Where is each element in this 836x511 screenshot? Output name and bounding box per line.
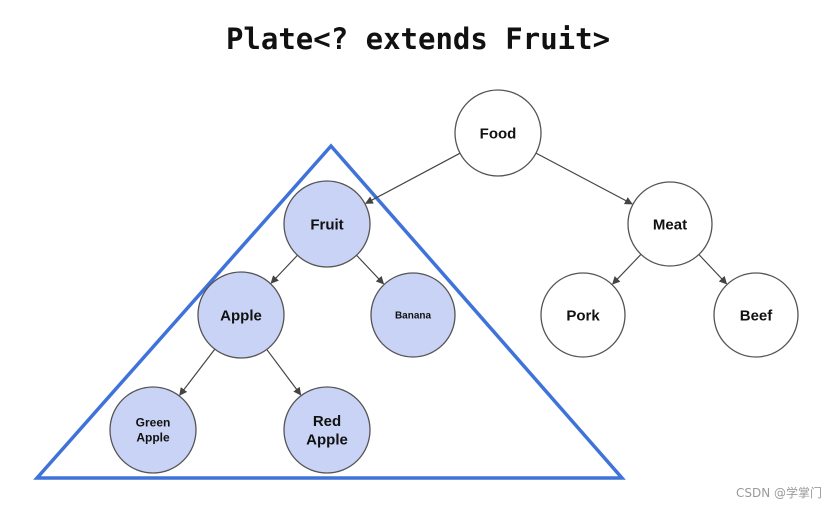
node-circle xyxy=(713,272,799,358)
watermark: CSDN @学掌门 xyxy=(735,486,822,500)
node-circle xyxy=(197,271,285,359)
node-banana: Banana xyxy=(370,272,456,358)
node-pork: Pork xyxy=(540,272,626,358)
node-food: Food xyxy=(454,89,542,177)
edge-fruit-to-apple xyxy=(270,254,298,284)
edge-apple-to-red_apple xyxy=(266,349,302,396)
edge-apple-to-green_apple xyxy=(179,348,216,396)
node-circle xyxy=(540,272,626,358)
node-beef: Beef xyxy=(713,272,799,358)
node-label: Food xyxy=(480,125,517,142)
node-label: Fruit xyxy=(310,216,343,233)
edge-fruit-to-banana xyxy=(356,254,385,285)
edge-meat-to-pork xyxy=(612,253,642,285)
diagram-title: Plate<? extends Fruit> xyxy=(225,22,611,56)
edge-food-to-meat xyxy=(535,152,633,205)
node-apple: Apple xyxy=(197,271,285,359)
edge-food-to-fruit xyxy=(364,152,461,204)
node-circle xyxy=(627,181,713,267)
node-circle xyxy=(283,386,371,474)
node-meat: Meat xyxy=(627,181,713,267)
node-circle xyxy=(109,386,197,474)
node-circle xyxy=(283,180,371,268)
node-circle xyxy=(454,89,542,177)
node-circle xyxy=(370,272,456,358)
node-label: Meat xyxy=(653,216,687,233)
node-label: Pork xyxy=(566,307,600,324)
edge-meat-to-beef xyxy=(698,254,728,285)
extends-bound-triangle xyxy=(33,143,626,480)
node-label: Banana xyxy=(395,311,432,322)
node-fruit: Fruit xyxy=(283,180,371,268)
edges-layer xyxy=(179,152,728,396)
node-label: Beef xyxy=(740,307,774,324)
node-label: Apple xyxy=(220,307,262,324)
